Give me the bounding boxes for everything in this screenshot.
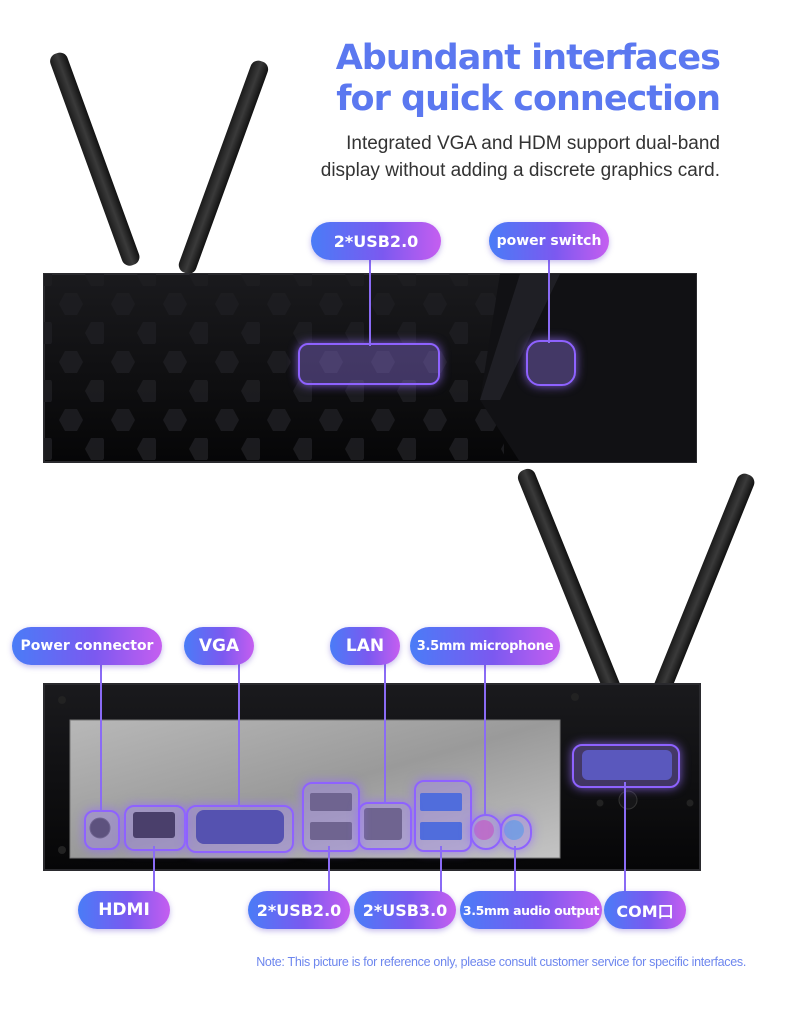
power-switch-label: power switch bbox=[489, 222, 609, 260]
audio-output-label: 3.5mm audio output bbox=[460, 891, 602, 929]
disclaimer-note: Note: This picture is for reference only… bbox=[256, 955, 746, 969]
page-title: Abundant interfaces for quick connection bbox=[335, 38, 721, 120]
connector-line bbox=[548, 259, 550, 343]
front-antenna-right bbox=[178, 60, 269, 274]
vga-label: VGA bbox=[184, 627, 254, 665]
front-usb-label: 2*USB2.0 bbox=[311, 222, 441, 260]
mic-jack-highlight bbox=[470, 814, 502, 850]
power-connector-highlight bbox=[84, 810, 120, 850]
hdmi-highlight bbox=[124, 805, 186, 851]
front-antenna-left bbox=[50, 52, 140, 266]
com-port-highlight bbox=[572, 744, 680, 788]
power-switch-highlight bbox=[526, 340, 576, 386]
subtitle-line-2: display without adding a discrete graphi… bbox=[320, 160, 720, 181]
rear-antenna-right bbox=[648, 473, 755, 708]
subtitle: Integrated VGA and HDM support dual-band… bbox=[321, 130, 720, 184]
hdmi-label: HDMI bbox=[78, 891, 170, 929]
connector-line bbox=[484, 664, 486, 816]
audio-jack-highlight bbox=[500, 814, 532, 850]
rear-antenna-left bbox=[517, 468, 624, 703]
power-connector-label: Power connector bbox=[12, 627, 162, 665]
lan-highlight bbox=[358, 802, 412, 850]
connector-line bbox=[100, 664, 102, 812]
subtitle-line-1: Integrated VGA and HDM support dual-band bbox=[346, 133, 720, 154]
connector-line bbox=[514, 846, 516, 892]
com-label: COM口 bbox=[604, 891, 686, 929]
connector-line bbox=[238, 664, 240, 807]
title-line-2: for quick connection bbox=[336, 79, 721, 119]
mic-label: 3.5mm microphone bbox=[410, 627, 560, 665]
connector-line bbox=[328, 846, 330, 892]
vga-highlight bbox=[186, 805, 294, 853]
usb3-rear-highlight bbox=[414, 780, 472, 852]
front-usb-highlight bbox=[298, 343, 440, 385]
connector-line bbox=[153, 846, 155, 892]
title-line-1: Abundant interfaces bbox=[335, 38, 721, 78]
usb3-rear-label: 2*USB3.0 bbox=[354, 891, 456, 929]
connector-line bbox=[369, 259, 371, 346]
connector-line bbox=[440, 846, 442, 892]
usb2-rear-label: 2*USB2.0 bbox=[248, 891, 350, 929]
connector-line bbox=[384, 664, 386, 804]
lan-label: LAN bbox=[330, 627, 400, 665]
connector-line bbox=[624, 782, 626, 892]
usb2-rear-highlight bbox=[302, 782, 360, 852]
